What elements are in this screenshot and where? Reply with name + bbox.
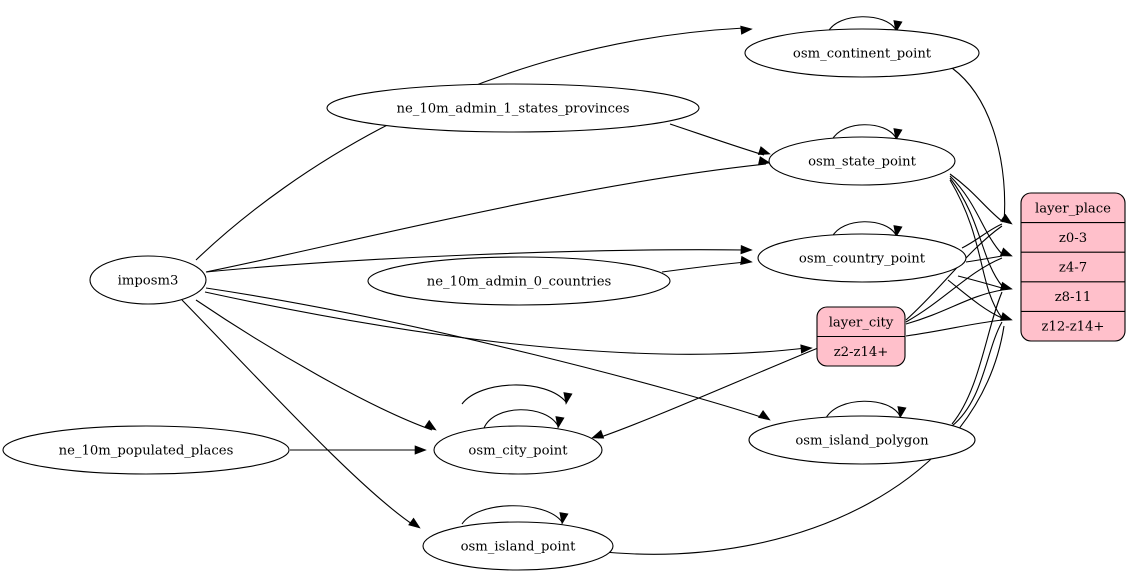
edges-layer (181, 27, 1006, 555)
node-label-osm_island_polygon: osm_island_polygon (795, 434, 929, 449)
node-shape-ne_places (2, 425, 290, 475)
node-shape-osm_continent_point (744, 28, 980, 78)
arrow-head-icon (800, 344, 813, 354)
edge-imposm3-to-osm_city_point (195, 299, 433, 431)
record-row-layer_city-1[interactable]: z2-z14+ (834, 345, 889, 360)
arrow-head-icon (999, 247, 1013, 257)
arrow-head-icon (408, 517, 421, 529)
node-osm_city_point[interactable]: osm_city_point (433, 425, 603, 475)
edge-osm_island_point-to-layer_place_row4 (603, 325, 1005, 555)
node-label-osm_state_point: osm_state_point (808, 155, 917, 170)
node-osm_continent_point[interactable]: osm_continent_point (744, 28, 980, 78)
edge-ne_states-to-osm_state_point (669, 123, 765, 156)
edge-imposm3-to-osm_continent_point (195, 27, 745, 261)
node-shape-osm_country_point (757, 233, 967, 283)
self-loop-osm_island_point (461, 505, 563, 525)
node-osm_state_point[interactable]: osm_state_point (768, 136, 956, 186)
edge-osm_country_point-to-layer_place_row2 (965, 255, 1003, 263)
self-loop-extra-osm_city_point (483, 409, 559, 429)
node-ne_states[interactable]: ne_10m_admin_1_states_provinces (326, 83, 700, 133)
edge-osm_state_point-to-layer_place_row1 (949, 173, 1004, 223)
arrow-head-icon (555, 416, 565, 429)
node-label-osm_continent_point: osm_continent_point (793, 47, 932, 62)
node-label-osm_country_point: osm_country_point (799, 252, 926, 267)
edge-osm_island_polygon-to-layer_place_row4 (951, 321, 1003, 427)
arrow-head-icon (740, 25, 753, 35)
arrow-head-icon (591, 429, 605, 439)
node-shape-osm_island_polygon (748, 415, 976, 465)
edge-imposm3-to-osm_country_point (205, 249, 747, 273)
self-loop-osm_continent_point (827, 16, 897, 33)
node-shape-osm_city_point (433, 425, 603, 475)
arrow-head-icon (757, 156, 771, 166)
arrow-head-icon (424, 419, 437, 431)
node-label-ne_places: ne_10m_populated_places (59, 444, 234, 459)
edge-imposm3-to-layer_city (204, 291, 807, 355)
node-osm_island_polygon[interactable]: osm_island_polygon (748, 415, 976, 465)
node-label-ne_countries: ne_10m_admin_0_countries (427, 275, 612, 290)
edge-layer_city-to-layer_place_row4 (905, 319, 1003, 337)
node-shape-osm_state_point (768, 136, 956, 186)
arrow-head-icon (757, 409, 771, 421)
self-loop-osm_state_point (831, 124, 897, 141)
node-label-ne_states: ne_10m_admin_1_states_provinces (396, 102, 629, 117)
arrow-head-icon (893, 128, 903, 141)
arrow-head-icon (740, 244, 753, 255)
self-loop-osm_city_point (461, 384, 567, 405)
self-loop-osm_country_point (831, 221, 897, 238)
node-shape-osm_island_point (422, 521, 614, 571)
node-osm_island_point[interactable]: osm_island_point (422, 521, 614, 571)
node-shape-ne_countries (367, 256, 671, 306)
self-loop-osm_island_polygon (825, 400, 901, 419)
arrow-head-icon (740, 255, 753, 266)
edge-osm_country_point-to-layer_place_row3 (957, 275, 1003, 289)
arrow-head-icon (559, 512, 569, 525)
node-shape-ne_states (326, 83, 700, 133)
arrow-head-icon (1000, 213, 1013, 225)
node-imposm3[interactable]: imposm3 (89, 255, 207, 305)
node-shape-imposm3 (89, 255, 207, 305)
record-row-layer_place-2[interactable]: z4-7 (1059, 261, 1087, 276)
edge-imposm3-to-osm_island_point (181, 299, 416, 527)
arrow-head-icon (897, 406, 907, 419)
node-ne_places[interactable]: ne_10m_populated_places (2, 425, 290, 475)
record-row-layer_place-4[interactable]: z12-z14+ (1042, 320, 1105, 335)
edge-layer_city-to-layer_place_row3 (905, 289, 1003, 325)
records-layer: layer_place z0-3 z4-7 z8-11 z12-z14+ layer_ci… (816, 192, 1126, 367)
arrow-head-icon (999, 281, 1013, 291)
record-row-layer_place-0[interactable]: layer_place (1035, 201, 1111, 216)
node-ne_countries[interactable]: ne_10m_admin_0_countries (367, 256, 671, 306)
record-frame-layer_place (1020, 192, 1126, 342)
record-layer_city[interactable]: layer_city z2-z14+ (816, 306, 906, 367)
arrow-head-icon (563, 392, 573, 405)
self-loops-layer (461, 16, 901, 525)
record-row-layer_city-0[interactable]: layer_city (829, 315, 894, 330)
edge-osm_state_point-to-layer_place_row2 (949, 175, 1003, 255)
edge-osm_country_point-to-layer_place_row1 (961, 223, 1003, 249)
arrow-head-icon (414, 445, 427, 455)
record-layer_place[interactable]: layer_place z0-3 z4-7 z8-11 z12-z14+ (1020, 192, 1126, 342)
record-row-layer_place-3[interactable]: z8-11 (1055, 290, 1092, 305)
record-row-layer_place-1[interactable]: z0-3 (1059, 231, 1087, 246)
edge-osm_country_point-to-layer_place_row4 (947, 279, 1003, 319)
node-osm_country_point[interactable]: osm_country_point (757, 233, 967, 283)
edge-osm_island_polygon-to-layer_place_row3 (951, 291, 1003, 425)
edge-layer_city-to-layer_place_row1 (905, 225, 1003, 321)
arrow-head-icon (757, 146, 771, 155)
node-label-imposm3: imposm3 (118, 274, 179, 289)
arrow-head-icon (893, 225, 903, 238)
node-label-osm_island_point: osm_island_point (461, 540, 576, 555)
nodes-layer: imposm3 ne_10m_admin_1_states_provincesne… (2, 28, 980, 571)
arrow-heads-layer (408, 20, 1013, 529)
edge-layer_city-to-layer_place_row2 (905, 257, 1003, 323)
node-label-osm_city_point: osm_city_point (468, 444, 568, 459)
edge-imposm3-to-osm_island_polygon (205, 287, 765, 419)
arrow-head-icon (999, 312, 1013, 321)
edge-osm_continent_point-to-layer_place_row1 (951, 67, 1006, 223)
edge-imposm3-to-osm_state_point (205, 163, 767, 273)
arrow-head-icon (893, 20, 903, 33)
edge-ne_countries-to-osm_country_point (661, 261, 747, 273)
